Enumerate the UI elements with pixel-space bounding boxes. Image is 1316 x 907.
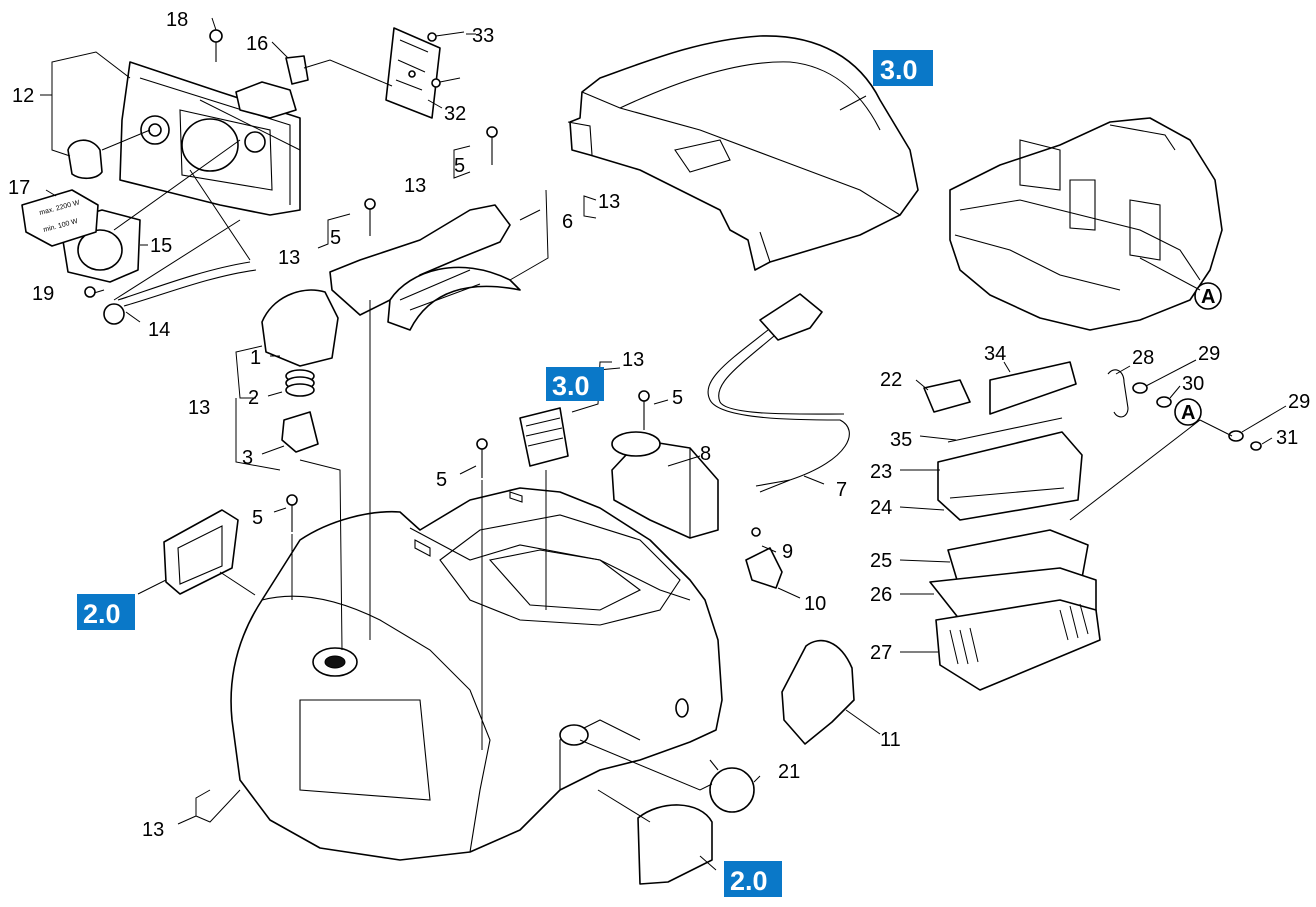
callout-13-e: 13 <box>622 349 644 371</box>
callout-14: 14 <box>148 319 170 341</box>
marker-a-1-text: A <box>1201 286 1215 308</box>
badge-2-0-left[interactable]: 2.0 <box>77 594 135 630</box>
callout-5-e: 5 <box>252 507 263 529</box>
cover-1 <box>261 289 339 367</box>
callout-13-a: 13 <box>404 175 426 197</box>
badge-2-0-bottom[interactable]: 2.0 <box>724 861 782 897</box>
knob <box>67 139 103 180</box>
callout-19: 19 <box>32 283 54 305</box>
callout-1: 1 <box>250 347 261 369</box>
callout-13-c: 13 <box>598 191 620 213</box>
callout-5-a: 5 <box>454 155 465 177</box>
badge-3-0-top[interactable]: 3.0 <box>873 50 933 86</box>
filter-stack <box>923 361 1101 691</box>
spring-2 <box>285 369 315 397</box>
filter-box <box>519 407 569 467</box>
callout-23: 23 <box>870 461 892 483</box>
callout-7: 7 <box>836 479 847 501</box>
callout-13-f: 13 <box>142 819 164 841</box>
callout-16: 16 <box>246 33 268 55</box>
badge-2-0-bottom-text: 2.0 <box>730 866 768 896</box>
callout-29-b: 29 <box>1288 391 1310 413</box>
callout-2: 2 <box>248 387 259 409</box>
power-cord <box>707 293 850 493</box>
screw-9 <box>751 527 761 537</box>
callout-10: 10 <box>804 593 826 615</box>
circuit-board <box>385 27 441 119</box>
badge-3-0-middle[interactable]: 3.0 <box>546 367 604 401</box>
main-housing <box>230 487 723 861</box>
callout-6: 6 <box>562 211 573 233</box>
callout-24: 24 <box>870 497 892 519</box>
callout-32: 32 <box>444 103 466 125</box>
badge-3-0-middle-text: 3.0 <box>552 371 590 401</box>
part-11 <box>781 639 855 745</box>
hardware-28-31 <box>1107 369 1262 451</box>
clip-10 <box>745 547 783 589</box>
control-panel <box>119 61 301 216</box>
callout-15: 15 <box>150 235 172 257</box>
badge-2-0-left-text: 2.0 <box>83 599 121 629</box>
socket: max. 2200 W min. 100 W <box>21 189 141 283</box>
hose-shell <box>329 204 521 331</box>
marker-a-2-text: A <box>1181 402 1195 424</box>
callout-34: 34 <box>984 343 1006 365</box>
callout-31: 31 <box>1276 427 1298 449</box>
switch <box>235 55 309 119</box>
callout-33: 33 <box>472 25 494 47</box>
callout-13-d: 13 <box>188 397 210 419</box>
callout-26: 26 <box>870 584 892 606</box>
callout-13-b: 13 <box>278 247 300 269</box>
callout-9: 9 <box>782 541 793 563</box>
callout-5-b: 5 <box>330 227 341 249</box>
callout-5-d: 5 <box>436 469 447 491</box>
callout-22: 22 <box>880 369 902 391</box>
callout-18: 18 <box>166 9 188 31</box>
callout-5-c: 5 <box>672 387 683 409</box>
bracket-bottom <box>637 804 713 885</box>
callout-8: 8 <box>700 443 711 465</box>
marker-a-1: A <box>1194 282 1222 310</box>
callout-labels: 18 16 33 32 12 17 15 19 14 5 13 5 13 6 1… <box>8 9 1310 841</box>
callout-29-a: 29 <box>1198 343 1220 365</box>
bracket-left <box>163 509 239 595</box>
leader-lines <box>40 17 1287 871</box>
callout-17: 17 <box>8 177 30 199</box>
callout-25: 25 <box>870 550 892 572</box>
part-21 <box>709 759 755 813</box>
callout-21: 21 <box>778 761 800 783</box>
screws-5 <box>286 126 650 532</box>
callout-28: 28 <box>1132 347 1154 369</box>
badge-3-0-top-text: 3.0 <box>880 55 918 85</box>
top-cover <box>567 35 919 271</box>
callout-30: 30 <box>1182 373 1204 395</box>
upper-right-cover <box>949 117 1223 331</box>
screw-19 <box>84 286 96 298</box>
callout-11: 11 <box>880 729 901 751</box>
screw-18 <box>209 29 223 62</box>
callout-12: 12 <box>12 85 34 107</box>
callout-35: 35 <box>890 429 912 451</box>
callout-27: 27 <box>870 642 892 664</box>
callout-3: 3 <box>242 447 253 469</box>
cable-14 <box>103 261 257 325</box>
screws-33 <box>427 31 465 88</box>
holder-8 <box>611 431 719 539</box>
valve-3 <box>281 411 319 453</box>
marker-a-2: A <box>1174 398 1202 426</box>
